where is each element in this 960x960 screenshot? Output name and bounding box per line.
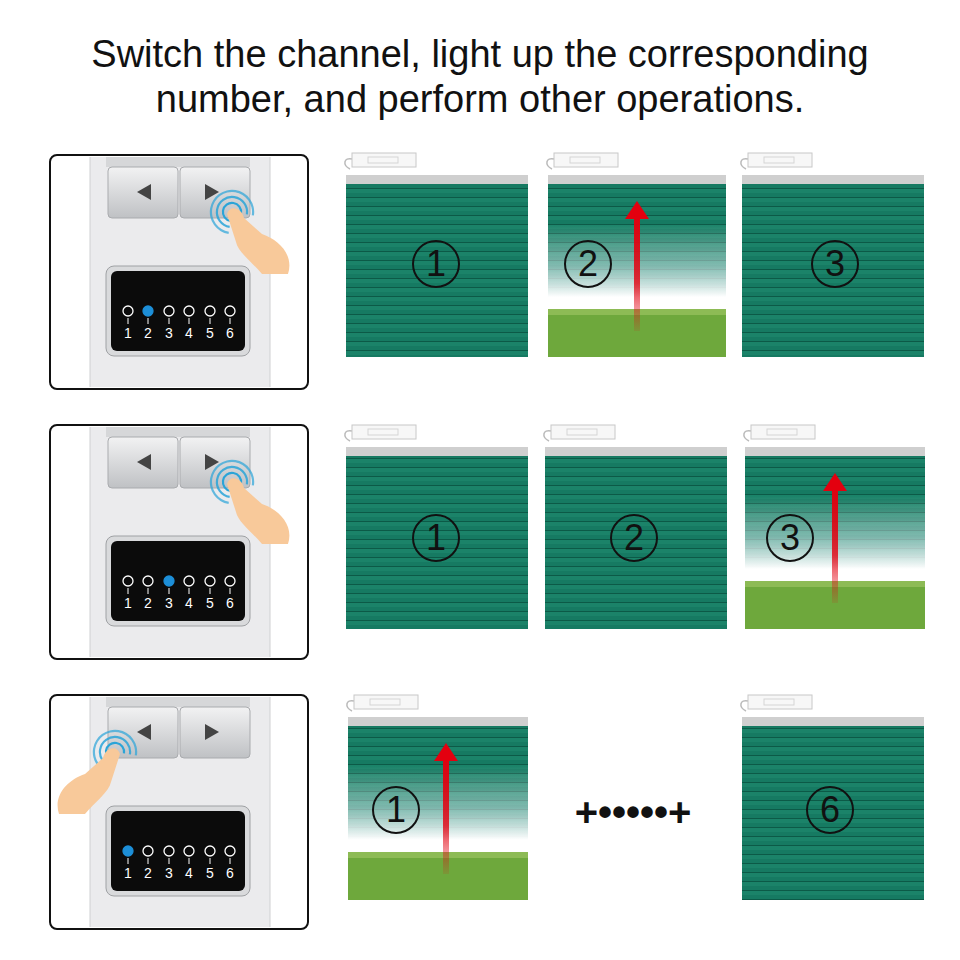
channel-digit: 5	[206, 866, 214, 880]
pressing-finger	[210, 460, 290, 544]
channel-number: 1	[426, 520, 446, 556]
channel-digit: 1	[124, 596, 132, 610]
plus-dots: +•••••+	[575, 792, 692, 832]
window-blind	[744, 425, 925, 629]
window-blind	[741, 153, 924, 357]
circled-number: 3	[766, 514, 814, 562]
channel-digit: 4	[185, 596, 193, 610]
window-blind	[345, 425, 528, 629]
channel-number: 1	[426, 246, 446, 282]
pressing-finger	[210, 190, 290, 274]
channel-digit: 2	[144, 866, 152, 880]
window-blind	[544, 425, 727, 629]
channel-number: 1	[386, 792, 406, 828]
channel-digit: 2	[144, 326, 152, 340]
channel-digit: 3	[165, 326, 173, 340]
channel-digit: 5	[206, 326, 214, 340]
pressing-finger	[58, 730, 138, 814]
window-blind	[741, 695, 924, 900]
channel-digit: 1	[124, 326, 132, 340]
channel-digit: 2	[144, 596, 152, 610]
channel-digit: 6	[226, 866, 234, 880]
circled-number: 2	[610, 514, 658, 562]
circled-number: 1	[412, 240, 460, 288]
window-blind	[547, 153, 726, 357]
channel-digit: 4	[185, 326, 193, 340]
channel-number: 2	[578, 246, 598, 282]
channel-digit: 6	[226, 596, 234, 610]
circled-number: 1	[372, 786, 420, 834]
channel-number: 6	[820, 792, 840, 828]
remote-panel	[50, 695, 308, 929]
channel-digit: 3	[165, 596, 173, 610]
title: Switch the channel, light up the corresp…	[20, 32, 940, 122]
remote-panel	[50, 425, 308, 659]
remote-panel	[50, 155, 308, 389]
channel-digit: 6	[226, 326, 234, 340]
channel-digit: 4	[185, 866, 193, 880]
channel-number: 3	[825, 246, 845, 282]
window-blind	[347, 695, 528, 900]
channel-number: 3	[780, 520, 800, 556]
channel-number: 2	[624, 520, 644, 556]
channel-digit: 1	[124, 866, 132, 880]
circled-number: 6	[806, 786, 854, 834]
circled-number: 1	[412, 514, 460, 562]
circled-number: 3	[811, 240, 859, 288]
window-blind	[345, 153, 528, 357]
channel-digit: 3	[165, 866, 173, 880]
channel-digit: 5	[206, 596, 214, 610]
circled-number: 2	[564, 240, 612, 288]
